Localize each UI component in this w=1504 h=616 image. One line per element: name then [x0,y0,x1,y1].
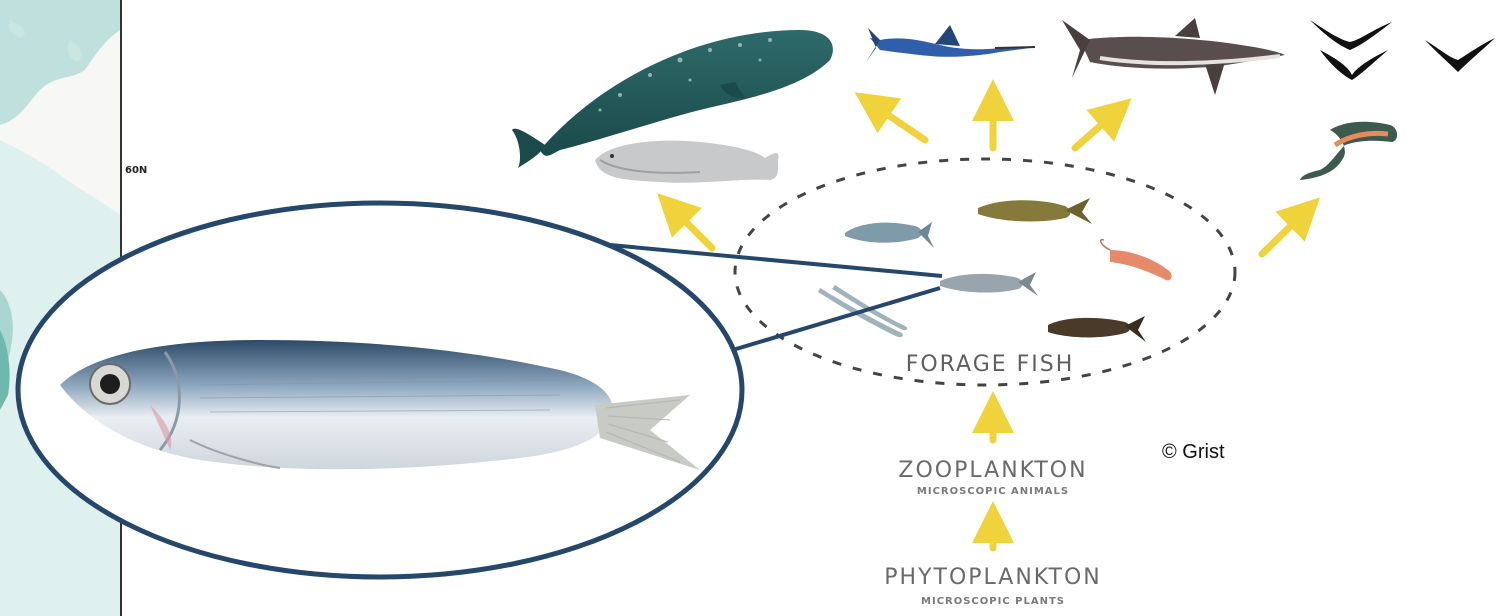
mackerel-icon [1048,316,1146,342]
phytoplankton-subtitle: MICROSCOPIC PLANTS [860,596,1126,607]
seabird-icon [1310,20,1495,80]
phytoplankton-title: PHYTOPLANKTON [860,565,1126,590]
menhaden-icon [978,198,1092,224]
zooplankton-title: ZOOPLANKTON [870,458,1116,483]
shark-icon [1062,18,1285,95]
forage-fish-label: FORAGE FISH [880,352,1100,377]
marlin-icon [866,25,1035,62]
latitude-label: 60N [125,165,147,176]
salmon-icon [1300,122,1397,180]
copyright-text: © Grist [1162,441,1225,464]
krill-icon [1101,240,1172,281]
herring-icon [940,272,1038,296]
sardine-icon [845,222,934,248]
zooplankton-subtitle: MICROSCOPIC ANIMALS [870,486,1116,497]
seal-icon [595,141,778,183]
